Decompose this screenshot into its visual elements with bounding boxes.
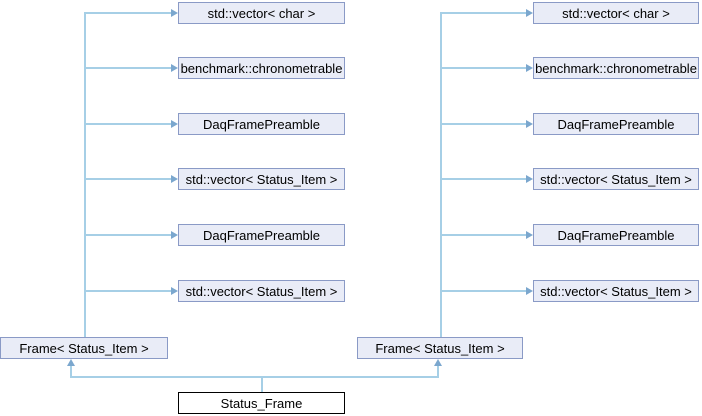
- class-node-std-vector-status-item[interactable]: std::vector< Status_Item >: [178, 280, 345, 302]
- edge-bottom-right-vertical: [437, 366, 439, 376]
- edge-branch: [84, 234, 171, 236]
- class-node-frame-status-item[interactable]: Frame< Status_Item >: [0, 337, 168, 359]
- class-node-daq-frame-preamble[interactable]: DaqFramePreamble: [533, 224, 699, 246]
- arrowhead-right-icon: [526, 175, 533, 183]
- arrowhead-right-icon: [526, 9, 533, 17]
- arrowhead-right-icon: [171, 9, 178, 17]
- class-node-status-frame: Status_Frame: [178, 392, 345, 414]
- edge-branch: [84, 12, 171, 14]
- class-node-frame-status-item[interactable]: Frame< Status_Item >: [357, 337, 523, 359]
- class-node-std-vector-status-item[interactable]: std::vector< Status_Item >: [533, 280, 699, 302]
- arrowhead-right-icon: [526, 120, 533, 128]
- edge-branch: [440, 178, 526, 180]
- edge-main-stub: [261, 378, 263, 392]
- edge-branch: [84, 290, 171, 292]
- edge-branch: [440, 290, 526, 292]
- arrowhead-right-icon: [171, 64, 178, 72]
- edge-trunk-left: [84, 12, 86, 337]
- arrowhead-up-icon: [67, 359, 75, 366]
- edge-trunk-right: [440, 12, 442, 337]
- edge-branch: [440, 12, 526, 14]
- class-node-std-vector-char[interactable]: std::vector< char >: [178, 2, 345, 24]
- arrowhead-right-icon: [526, 287, 533, 295]
- arrowhead-up-icon: [434, 359, 442, 366]
- arrowhead-right-icon: [171, 175, 178, 183]
- edge-branch: [440, 67, 526, 69]
- class-node-daq-frame-preamble[interactable]: DaqFramePreamble: [533, 113, 699, 135]
- edge-branch: [440, 234, 526, 236]
- class-node-benchmark-chronometrable[interactable]: benchmark::chronometrable: [178, 57, 345, 79]
- edge-branch: [84, 178, 171, 180]
- edge-branch: [84, 123, 171, 125]
- arrowhead-right-icon: [526, 64, 533, 72]
- edge-bottom-horizontal: [70, 376, 439, 378]
- class-node-std-vector-status-item[interactable]: std::vector< Status_Item >: [533, 168, 699, 190]
- edge-bottom-left-vertical: [70, 366, 72, 376]
- class-node-std-vector-status-item[interactable]: std::vector< Status_Item >: [178, 168, 345, 190]
- class-node-daq-frame-preamble[interactable]: DaqFramePreamble: [178, 113, 345, 135]
- class-node-benchmark-chronometrable[interactable]: benchmark::chronometrable: [533, 57, 699, 79]
- arrowhead-right-icon: [526, 231, 533, 239]
- class-node-std-vector-char[interactable]: std::vector< char >: [533, 2, 699, 24]
- edge-branch: [440, 123, 526, 125]
- class-node-daq-frame-preamble[interactable]: DaqFramePreamble: [178, 224, 345, 246]
- arrowhead-right-icon: [171, 287, 178, 295]
- edge-branch: [84, 67, 171, 69]
- arrowhead-right-icon: [171, 231, 178, 239]
- arrowhead-right-icon: [171, 120, 178, 128]
